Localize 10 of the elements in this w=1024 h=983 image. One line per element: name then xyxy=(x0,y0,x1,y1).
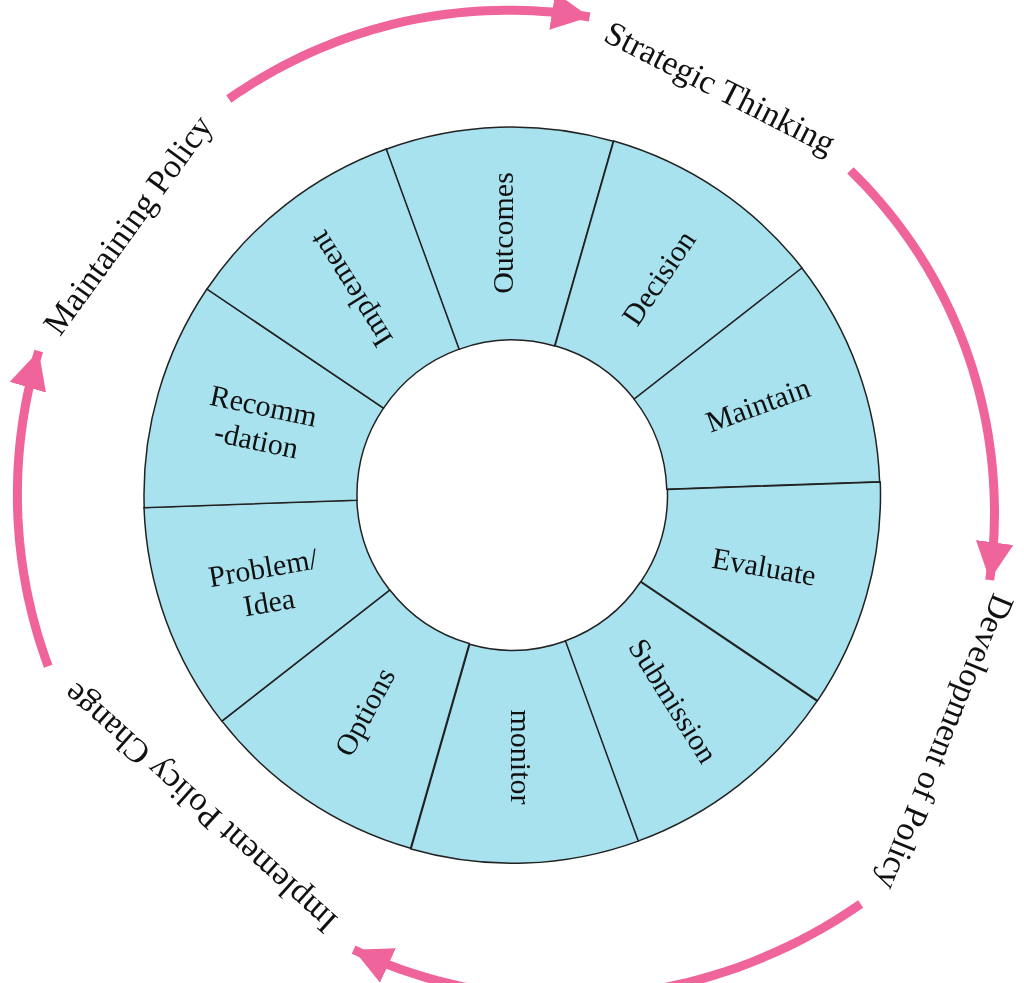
segment-label: monitor xyxy=(504,709,539,805)
arrow xyxy=(9,349,53,668)
segment-label: Outcomes xyxy=(485,172,520,294)
segment-label: Recomm -dation xyxy=(206,376,322,466)
arrow xyxy=(847,167,1014,581)
segment-label: Problem/ Idea xyxy=(204,540,321,624)
arrow xyxy=(226,0,591,103)
segment-label: Evaluate xyxy=(709,541,819,594)
segment-label: Maintain xyxy=(701,370,815,441)
arrow xyxy=(351,900,864,983)
